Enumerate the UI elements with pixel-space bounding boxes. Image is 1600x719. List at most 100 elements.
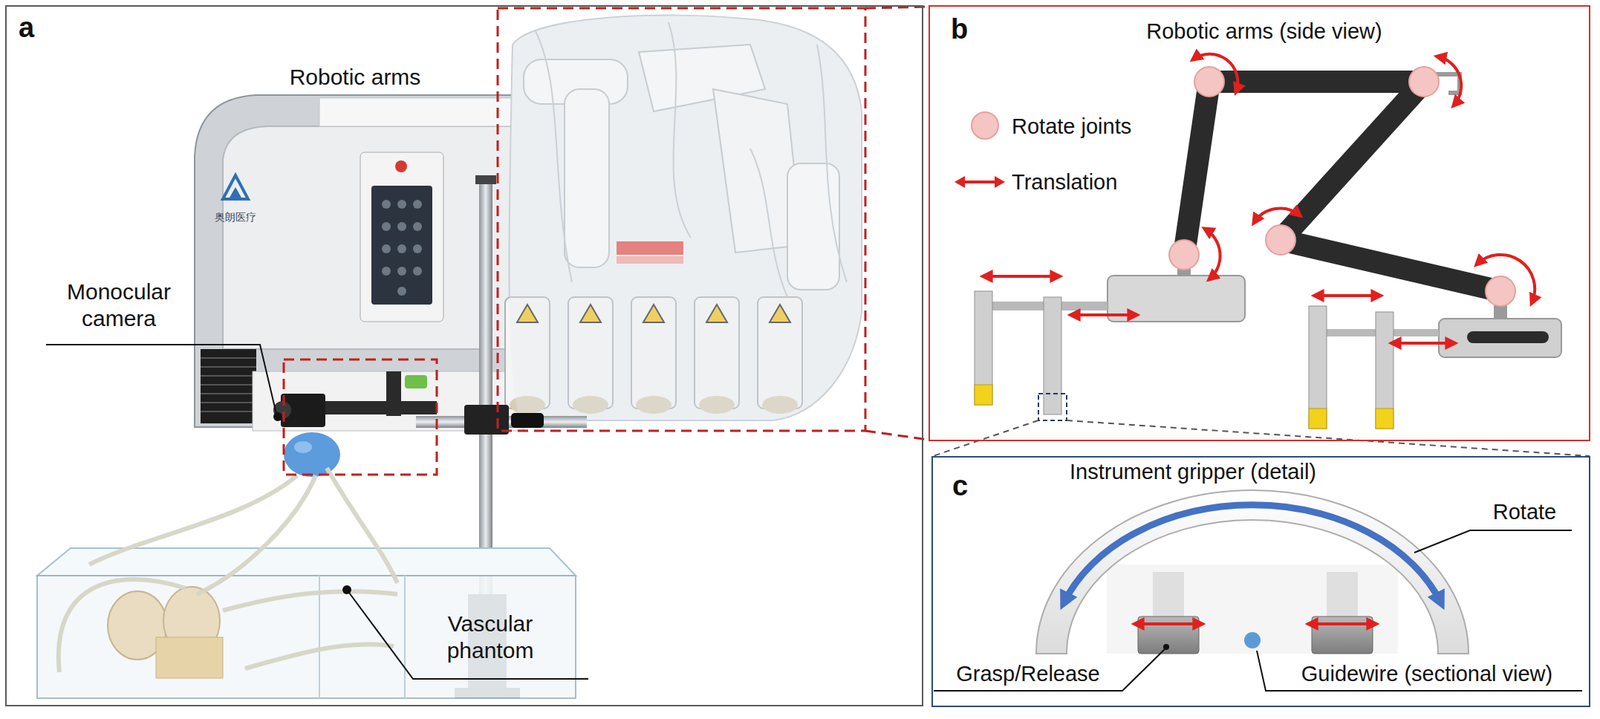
draped-robotic-arms — [817, 44, 847, 283]
vascular-phantom — [155, 637, 223, 679]
machine-body — [200, 384, 257, 386]
part-label: Monocular camera — [40, 278, 197, 333]
machine-body — [229, 187, 242, 198]
gripper-arms — [974, 291, 993, 405]
gripper-detail — [1311, 616, 1373, 654]
arm-links — [1209, 70, 1424, 93]
monocular-camera — [404, 375, 428, 389]
machine-body — [200, 392, 257, 395]
part-label: Vascular phantom — [415, 610, 565, 665]
translation-arrows — [1071, 313, 1137, 317]
leader-lines — [349, 592, 589, 679]
translation-arrows — [1314, 294, 1381, 298]
blue-bulb — [283, 432, 341, 477]
vascular-phantom — [89, 475, 298, 565]
draped-robotic-arms — [668, 22, 691, 238]
leader-dots — [342, 585, 352, 595]
detail-marker — [1038, 393, 1067, 421]
vascular-phantom — [37, 575, 576, 699]
vascular-phantom — [404, 575, 406, 699]
machine-body — [397, 244, 407, 254]
rotation-arrows — [1192, 54, 1238, 93]
rotation-arrows — [1437, 56, 1462, 106]
machine-body — [360, 152, 444, 322]
gripper-arms — [974, 384, 993, 405]
rotation-arrows — [1253, 208, 1300, 223]
rotate-joints — [1485, 276, 1516, 307]
machine-body — [395, 160, 408, 173]
panel-box: b Robotic arms (side view) — [928, 5, 1591, 442]
machine-body — [200, 358, 257, 412]
vascular-phantom — [58, 579, 186, 673]
legend-arrow — [953, 173, 1007, 191]
vascular-phantom — [245, 644, 394, 669]
translation-arrows — [983, 276, 1455, 344]
draped-robotic-arms — [534, 29, 572, 283]
legend-arrow-head — [954, 176, 965, 188]
draped-robotic-arms — [505, 15, 862, 421]
arm-links — [1280, 239, 1501, 292]
gripper-detail — [1106, 564, 1398, 654]
motion-label: Rotate — [1478, 499, 1572, 526]
machine-body — [200, 349, 257, 424]
machine-body — [371, 185, 433, 305]
machine-body — [381, 199, 422, 296]
machine-body — [200, 357, 257, 359]
legend-text: Translation — [1011, 169, 1118, 196]
gripper-arms — [1308, 408, 1327, 429]
rotate-joints — [1265, 225, 1296, 255]
machine-body — [397, 266, 407, 276]
machine-body — [412, 244, 422, 254]
grasp-arrows — [1308, 622, 1376, 626]
draped-robotic-arms — [509, 15, 862, 421]
monocular-camera — [386, 371, 402, 416]
leader-lines — [933, 530, 1583, 691]
detail-marker — [1066, 420, 1590, 457]
monocular-camera — [325, 401, 437, 415]
machine-body — [222, 175, 249, 200]
panel-letter: a — [18, 11, 35, 46]
monocular-camera — [273, 371, 587, 428]
gripper-arms — [974, 291, 1439, 429]
legend-arrow-line — [961, 180, 998, 184]
vascular-phantom — [58, 467, 398, 673]
leader-dots — [1163, 644, 1170, 650]
rotate-joints — [1169, 66, 1516, 307]
vascular-phantom — [326, 467, 398, 584]
leader-dots — [1163, 644, 1170, 650]
part-label: Robotic arms — [280, 63, 430, 91]
machine-body — [412, 199, 422, 209]
rotation-arrows — [1192, 54, 1535, 304]
panel-letter: c — [952, 469, 968, 504]
arm-links — [1280, 81, 1424, 240]
rotation-arrows — [1204, 228, 1221, 280]
gripper-detail — [1137, 616, 1199, 654]
stand-pole — [479, 181, 493, 595]
rotate-joints — [1409, 66, 1439, 97]
rotation-arrows — [1476, 254, 1535, 304]
panel-title: Robotic arms (side view) — [1115, 18, 1413, 45]
zoom-box — [865, 430, 929, 440]
gripper-detail — [1036, 490, 1469, 654]
leader-lines — [1414, 530, 1572, 553]
stand-pole — [475, 175, 497, 185]
gripper-detail — [1152, 571, 1185, 617]
leader-dots — [273, 412, 352, 595]
draped-robotic-arms — [750, 148, 788, 298]
machine-body — [397, 199, 407, 209]
machine-body — [397, 222, 407, 232]
legend-swatch — [970, 111, 1000, 140]
leader-dots — [273, 412, 283, 422]
machine-body — [319, 98, 535, 127]
panel-title: Instrument gripper (detail) — [1044, 459, 1342, 486]
machine-body — [381, 199, 391, 209]
part-label: Grasp/Release — [933, 661, 1123, 688]
machine-body — [412, 266, 422, 276]
vascular-phantom — [222, 591, 398, 611]
leader-lines — [46, 344, 277, 414]
machine-body — [381, 266, 391, 276]
panel-letter: b — [950, 12, 968, 47]
gripper-arms — [1308, 306, 1327, 429]
draped-robotic-arms — [534, 22, 847, 298]
